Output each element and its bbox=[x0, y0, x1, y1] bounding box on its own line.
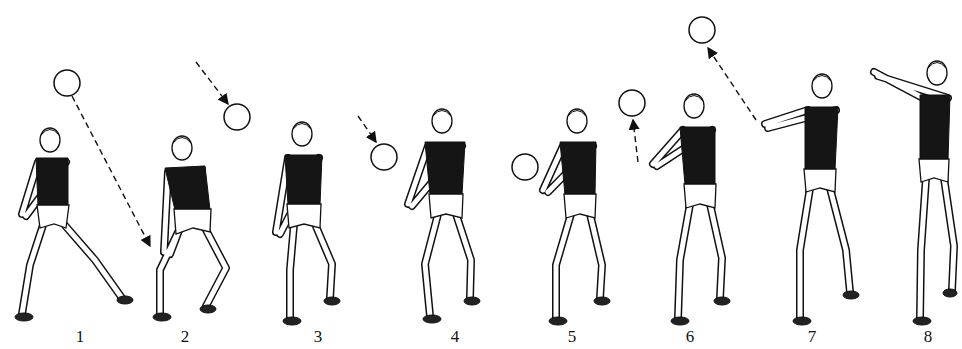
callout-number: 1 bbox=[76, 328, 85, 345]
callout-number: 7 bbox=[808, 328, 817, 345]
callout-number: 8 bbox=[924, 328, 933, 345]
callout-number: 3 bbox=[314, 328, 323, 345]
callout-number: 2 bbox=[181, 328, 190, 345]
callout-number: 4 bbox=[451, 328, 460, 345]
callout-number: 6 bbox=[686, 328, 695, 345]
callout-number: 5 bbox=[568, 328, 577, 345]
